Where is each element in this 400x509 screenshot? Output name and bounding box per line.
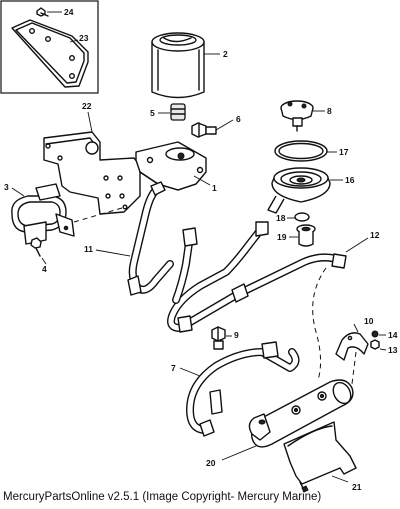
callout-19: 19 [277, 232, 287, 242]
o-ring-seal-17[interactable] [274, 140, 328, 162]
bracket-screw-4[interactable] [30, 237, 42, 257]
callout-16: 16 [345, 175, 355, 185]
brace-plate-23[interactable] [11, 19, 89, 88]
filter-cap-fitting-8[interactable] [280, 100, 314, 132]
callout-23: 23 [79, 33, 89, 43]
callout-18: 18 [276, 213, 286, 223]
small-o-ring-18[interactable] [294, 212, 310, 222]
guide-strap-to-bracket [351, 351, 357, 385]
strap-nut-13[interactable] [370, 339, 380, 350]
callout-8: 8 [327, 106, 332, 116]
filter-mount-adapter-1[interactable] [135, 141, 207, 191]
callout-10: 10 [364, 316, 374, 326]
callout-1: 1 [212, 183, 217, 193]
elbow-fitting-9[interactable] [211, 326, 226, 350]
cooler-strap-10[interactable] [335, 332, 369, 361]
cooler-mount-bracket-21[interactable] [283, 421, 357, 493]
callout-24: 24 [64, 7, 74, 17]
hose-clamp-bracket-3[interactable] [11, 183, 75, 245]
filter-fitting-5[interactable] [170, 103, 186, 121]
callout-9: 9 [234, 330, 239, 340]
callout-11: 11 [84, 244, 93, 254]
adapter-fitting-6[interactable] [191, 122, 217, 138]
callout-21: 21 [352, 482, 362, 492]
callout-2: 2 [223, 49, 228, 59]
mounting-bracket-plate-22[interactable] [43, 131, 141, 215]
callout-14: 14 [388, 330, 398, 340]
callout-12: 12 [370, 230, 380, 240]
callout-5: 5 [150, 108, 155, 118]
callout-6: 6 [236, 114, 241, 124]
fuel-line-11[interactable] [127, 181, 174, 296]
fuel-filter-canister-2[interactable] [151, 32, 205, 99]
filter-bowl-base-16[interactable] [267, 167, 331, 214]
callout-17: 17 [339, 147, 349, 157]
fuel-cooler-20[interactable] [248, 379, 354, 448]
callout-22: 22 [82, 101, 92, 111]
strap-washer-14[interactable] [371, 330, 379, 338]
callout-7: 7 [171, 363, 176, 373]
fuel-hose-bend-7[interactable] [186, 341, 300, 437]
fuel-line-12[interactable] [167, 221, 347, 333]
callout-4: 4 [42, 264, 47, 274]
guide-line-to-cooler [312, 267, 327, 381]
image-caption: MercuryPartsOnline v2.5.1 (Image Copyrig… [3, 491, 322, 503]
callout-20: 20 [206, 458, 216, 468]
callout-13: 13 [388, 345, 398, 355]
callout-3: 3 [4, 182, 9, 192]
sleeve-bushing-19[interactable] [296, 224, 316, 247]
inset-box: 24 23 [0, 0, 99, 94]
brace-screw-24[interactable] [36, 7, 49, 17]
